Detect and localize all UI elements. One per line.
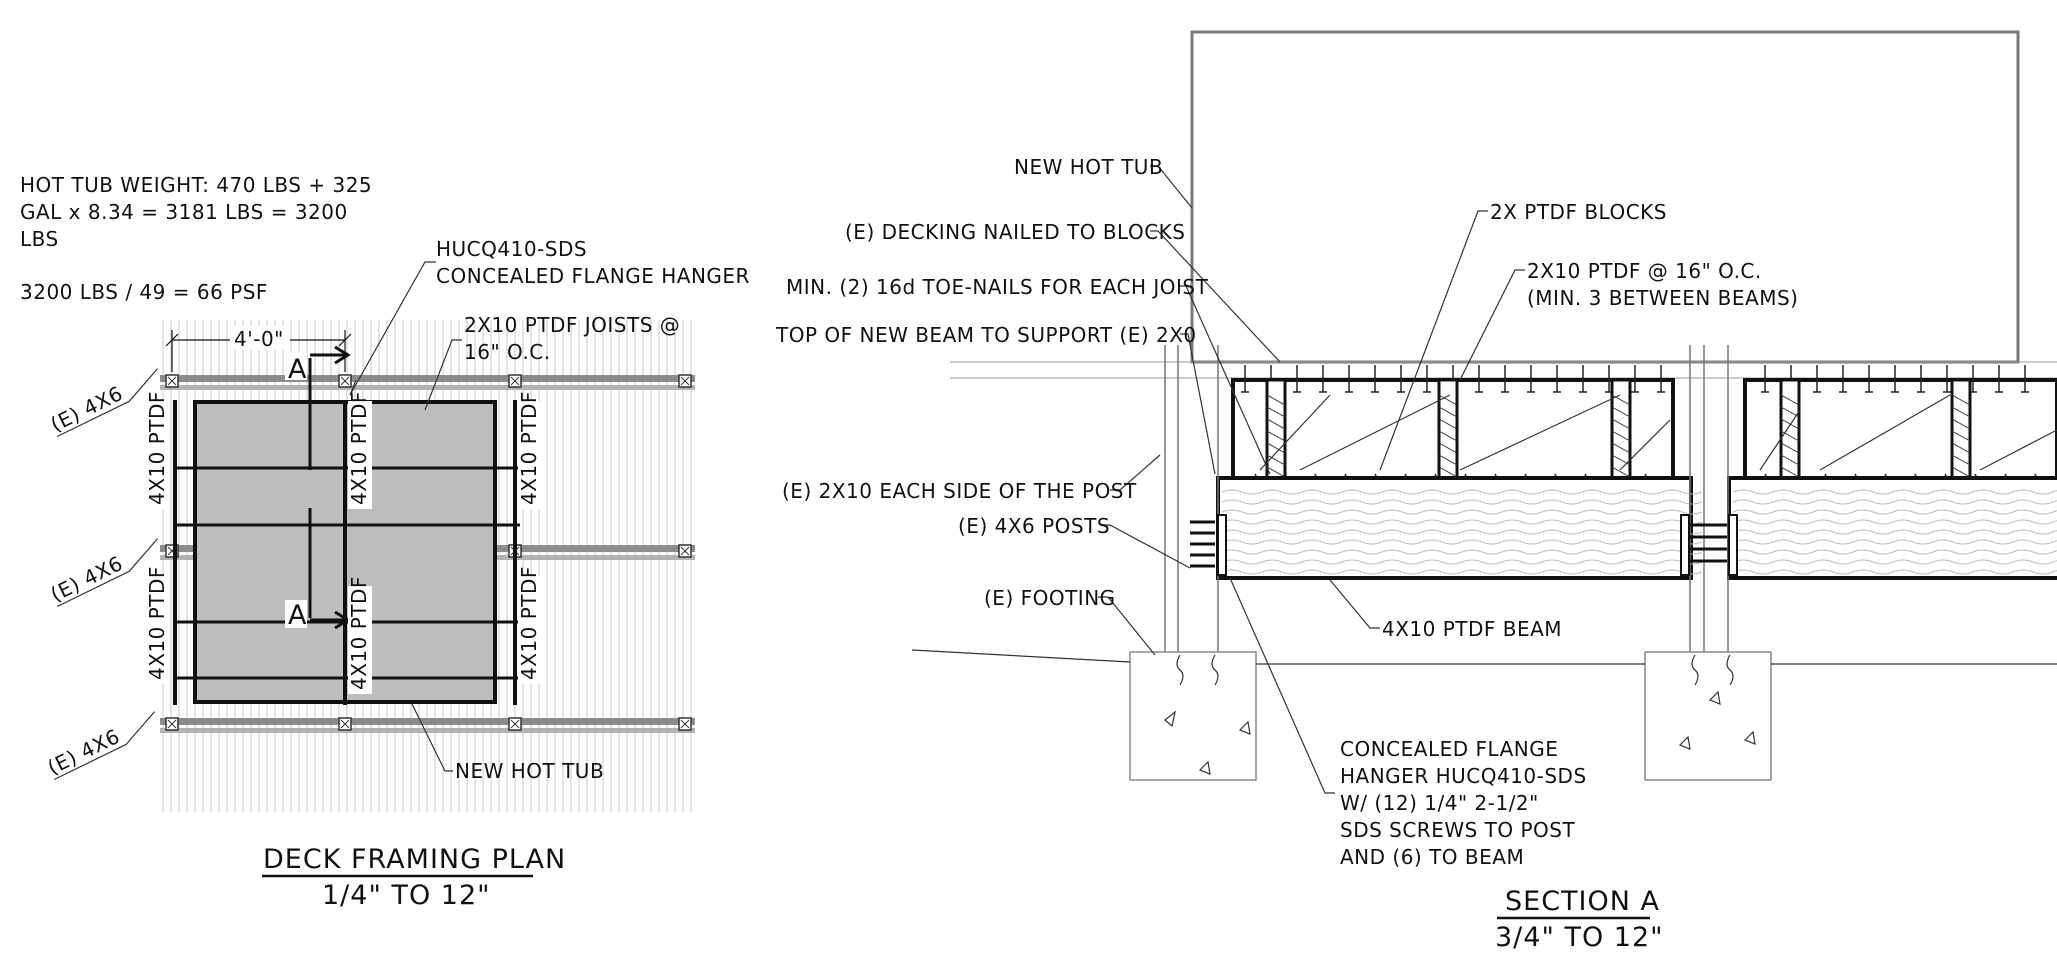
post-marker [338, 374, 352, 388]
section-cut-line [308, 345, 351, 630]
joists-label-line-1: 2X10 PTDF JOISTS @ [464, 313, 680, 337]
section-a: NEW HOT TUB (E) DECKING NAILED TO BLOCKS… [775, 30, 2057, 953]
post-marker [165, 374, 179, 388]
label-joists-line-2: (MIN. 3 BETWEEN BEAMS) [1527, 286, 1798, 310]
hanger-label-line-2: CONCEALED FLANGE HANGER [436, 264, 750, 288]
plan-joists [175, 466, 520, 680]
post-marker [338, 717, 352, 731]
hanger-label-line-1: HUCQ410-SDS [436, 237, 587, 261]
label-new-hot-tub: NEW HOT TUB [1014, 155, 1163, 179]
weight-note-line-2: GAL x 8.34 = 3181 LBS = 3200 [20, 200, 348, 224]
label-hanger-line-2: HANGER HUCQ410-SDS [1340, 764, 1587, 788]
ptdf-blocks [1265, 378, 1972, 480]
concealed-hangers [1217, 514, 1738, 576]
section-hot-tub [1190, 30, 2020, 364]
section-posts [1164, 345, 1729, 655]
psf-note: 3200 LBS / 49 = 66 PSF [20, 280, 268, 304]
label-decking: (E) DECKING NAILED TO BLOCKS [845, 220, 1186, 244]
label-hanger-line-5: AND (6) TO BEAM [1340, 845, 1524, 869]
label-hanger-line-1: CONCEALED FLANGE [1340, 737, 1558, 761]
post-marker [678, 544, 692, 558]
weight-note-line-1: HOT TUB WEIGHT: 470 LBS + 325 [20, 173, 372, 197]
label-each-side: (E) 2X10 EACH SIDE OF THE POST [782, 479, 1137, 503]
post-marker [678, 717, 692, 731]
beam-label: 4X10 PTDF [517, 391, 541, 505]
joist-bays [1231, 378, 2057, 480]
post-marker [508, 374, 522, 388]
weight-note-line-3: LBS [20, 227, 59, 251]
bay-diagonals [1259, 394, 2057, 471]
section-leaders [1098, 165, 1525, 794]
post-marker [165, 717, 179, 731]
beam-label: 4X10 PTDF [517, 566, 541, 680]
label-top-beam: TOP OF NEW BEAM TO SUPPORT (E) 2X0 [775, 323, 1197, 347]
joists-label-line-2: 16" O.C. [464, 340, 551, 364]
section-beams [1216, 476, 2057, 580]
label-toe-nails: MIN. (2) 16d TOE-NAILS FOR EACH JOIST [786, 275, 1209, 299]
plan-posts [165, 374, 692, 731]
section-title: SECTION A [1505, 886, 1660, 917]
label-posts: (E) 4X6 POSTS [958, 514, 1110, 538]
label-footing: (E) FOOTING [984, 586, 1116, 610]
section-mark-top: A [288, 354, 307, 385]
plan-beam-labels: 4X10 PTDF 4X10 PTDF 4X10 PTDF 4X10 PTDF 4X10… [145, 391, 542, 694]
label-blocks: 2X PTDF BLOCKS [1490, 200, 1667, 224]
beam-label: 4X10 PTDF [145, 391, 169, 505]
beam-label: 4X10 PTDF [347, 391, 371, 505]
deck-framing-plan: A A 4'-0" HOT TUB WEIGHT: 470 LBS + 325 … [20, 173, 750, 911]
wood-grain [1221, 489, 2057, 575]
plan-scale: 1/4" TO 12" [322, 880, 491, 911]
label-joists-line-1: 2X10 PTDF @ 16" O.C. [1527, 259, 1762, 283]
section-mark-bottom: A [288, 600, 307, 631]
plan-vertical-beams [173, 400, 517, 705]
hanger-screws [1190, 520, 1727, 568]
section-scale: 3/4" TO 12" [1495, 922, 1664, 953]
post-marker [678, 374, 692, 388]
section-footings [1129, 651, 1772, 781]
plan-hot-tub-label: NEW HOT TUB [455, 759, 604, 783]
beam-label: 4X10 PTDF [145, 566, 169, 680]
label-hanger-line-3: W/ (12) 1/4" 2-1/2" [1340, 791, 1539, 815]
label-beam: 4X10 PTDF BEAM [1382, 617, 1562, 641]
label-hanger-line-4: SDS SCREWS TO POST [1340, 818, 1575, 842]
dimension-label: 4'-0" [234, 327, 284, 351]
post-label-3: (E) 4X6 [44, 711, 156, 781]
beam-label: 4X10 PTDF [347, 576, 371, 690]
plan-title: DECK FRAMING PLAN [263, 844, 566, 875]
post-marker [508, 717, 522, 731]
